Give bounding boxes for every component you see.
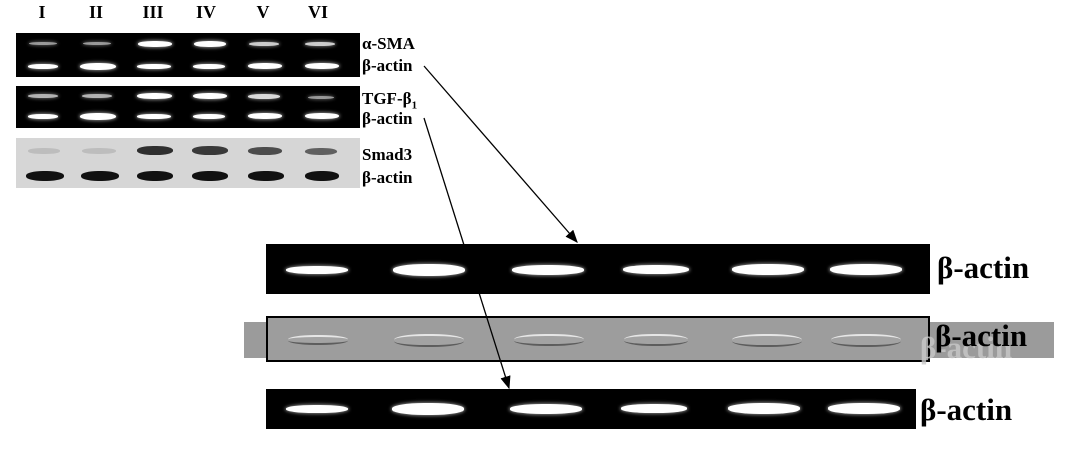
gel-smad3-actin bbox=[16, 138, 360, 188]
large-top-band-1 bbox=[286, 266, 348, 274]
large-mid-band-2 bbox=[394, 334, 464, 347]
band-tgf-3 bbox=[137, 93, 172, 99]
large-label-middle: β-actin bbox=[935, 318, 1028, 353]
band-actin3-6 bbox=[305, 171, 339, 181]
label-alpha-sma: α-SMA bbox=[362, 34, 415, 53]
band-sma-4 bbox=[194, 41, 226, 47]
band-smad3-2 bbox=[82, 148, 116, 154]
band-tgf-1 bbox=[28, 94, 58, 98]
band-actin2-1 bbox=[28, 114, 58, 119]
band-sma-1 bbox=[29, 42, 57, 45]
large-gel-bottom bbox=[266, 389, 916, 429]
large-gel-top bbox=[266, 244, 930, 294]
large-bot-band-2 bbox=[392, 403, 464, 415]
large-top-band-4 bbox=[623, 265, 689, 274]
band-sma-3 bbox=[138, 41, 172, 47]
large-label-middle-ghost: β-actin bbox=[920, 330, 1013, 365]
large-bot-band-1 bbox=[286, 405, 348, 413]
band-actin1-6 bbox=[305, 63, 339, 69]
gel-tgf-actin bbox=[16, 86, 360, 128]
band-actin1-5 bbox=[248, 63, 282, 69]
band-actin1-2 bbox=[80, 63, 116, 70]
band-sma-5 bbox=[249, 42, 279, 46]
band-actin2-6 bbox=[305, 113, 339, 119]
lane-label-2: II bbox=[88, 2, 103, 22]
lane-label-1: I bbox=[38, 2, 46, 22]
large-label-top: β-actin bbox=[937, 250, 1030, 285]
band-actin2-3 bbox=[137, 114, 171, 119]
band-actin1-3 bbox=[137, 64, 171, 69]
large-bot-band-6 bbox=[828, 403, 900, 414]
lane-label-3: III bbox=[142, 2, 164, 22]
large-top-band-6 bbox=[830, 264, 902, 275]
band-actin2-4 bbox=[193, 114, 225, 119]
band-actin2-2 bbox=[80, 113, 116, 120]
large-top-band-2 bbox=[393, 264, 465, 276]
lane-label-6: VI bbox=[307, 2, 328, 22]
band-smad3-6 bbox=[305, 148, 337, 155]
band-actin1-1 bbox=[28, 64, 58, 69]
band-sma-2 bbox=[83, 42, 111, 45]
label-beta-actin-3: β-actin bbox=[362, 168, 413, 187]
arrow-actin2-to-bottom bbox=[423, 117, 511, 390]
band-tgf-6 bbox=[308, 96, 334, 99]
band-smad3-5 bbox=[248, 147, 282, 155]
band-smad3-1 bbox=[28, 148, 60, 154]
large-mid-band-1 bbox=[288, 335, 348, 345]
large-bot-band-3 bbox=[510, 404, 582, 414]
label-smad3: Smad3 bbox=[362, 145, 413, 164]
large-top-band-5 bbox=[732, 264, 804, 275]
large-mid-band-5 bbox=[732, 334, 802, 347]
band-actin3-2 bbox=[81, 171, 119, 181]
lane-label-5: V bbox=[256, 2, 270, 22]
band-tgf-5 bbox=[248, 94, 280, 99]
band-actin3-3 bbox=[137, 171, 173, 181]
gel-sma-actin bbox=[16, 33, 360, 77]
large-mid-band-4 bbox=[624, 334, 688, 346]
band-actin1-4 bbox=[193, 64, 225, 69]
band-sma-6 bbox=[305, 42, 335, 46]
large-gel-middle bbox=[266, 316, 930, 362]
large-mid-band-3 bbox=[514, 334, 584, 346]
label-tgf-beta-main: TGF-β bbox=[362, 89, 412, 108]
band-actin3-1 bbox=[26, 171, 64, 181]
large-label-bottom: β-actin bbox=[920, 392, 1013, 427]
band-actin3-4 bbox=[192, 171, 228, 181]
large-top-band-3 bbox=[512, 265, 584, 275]
band-actin2-5 bbox=[248, 113, 282, 119]
band-actin3-5 bbox=[248, 171, 284, 181]
label-beta-actin-1: β-actin bbox=[362, 56, 413, 75]
large-bot-band-5 bbox=[728, 403, 800, 414]
band-tgf-2 bbox=[82, 94, 112, 98]
band-smad3-3 bbox=[137, 146, 173, 155]
large-bot-band-4 bbox=[621, 404, 687, 413]
lane-label-4: IV bbox=[195, 2, 216, 22]
large-mid-band-6 bbox=[831, 334, 901, 347]
label-beta-actin-2: β-actin bbox=[362, 109, 413, 128]
band-tgf-4 bbox=[193, 93, 227, 99]
arrow-actin1-to-top bbox=[423, 65, 578, 243]
label-tgf-beta-subscript: 1 bbox=[411, 99, 418, 112]
band-smad3-4 bbox=[192, 146, 228, 155]
label-tgf-beta1: TGF-β1 bbox=[362, 89, 417, 111]
